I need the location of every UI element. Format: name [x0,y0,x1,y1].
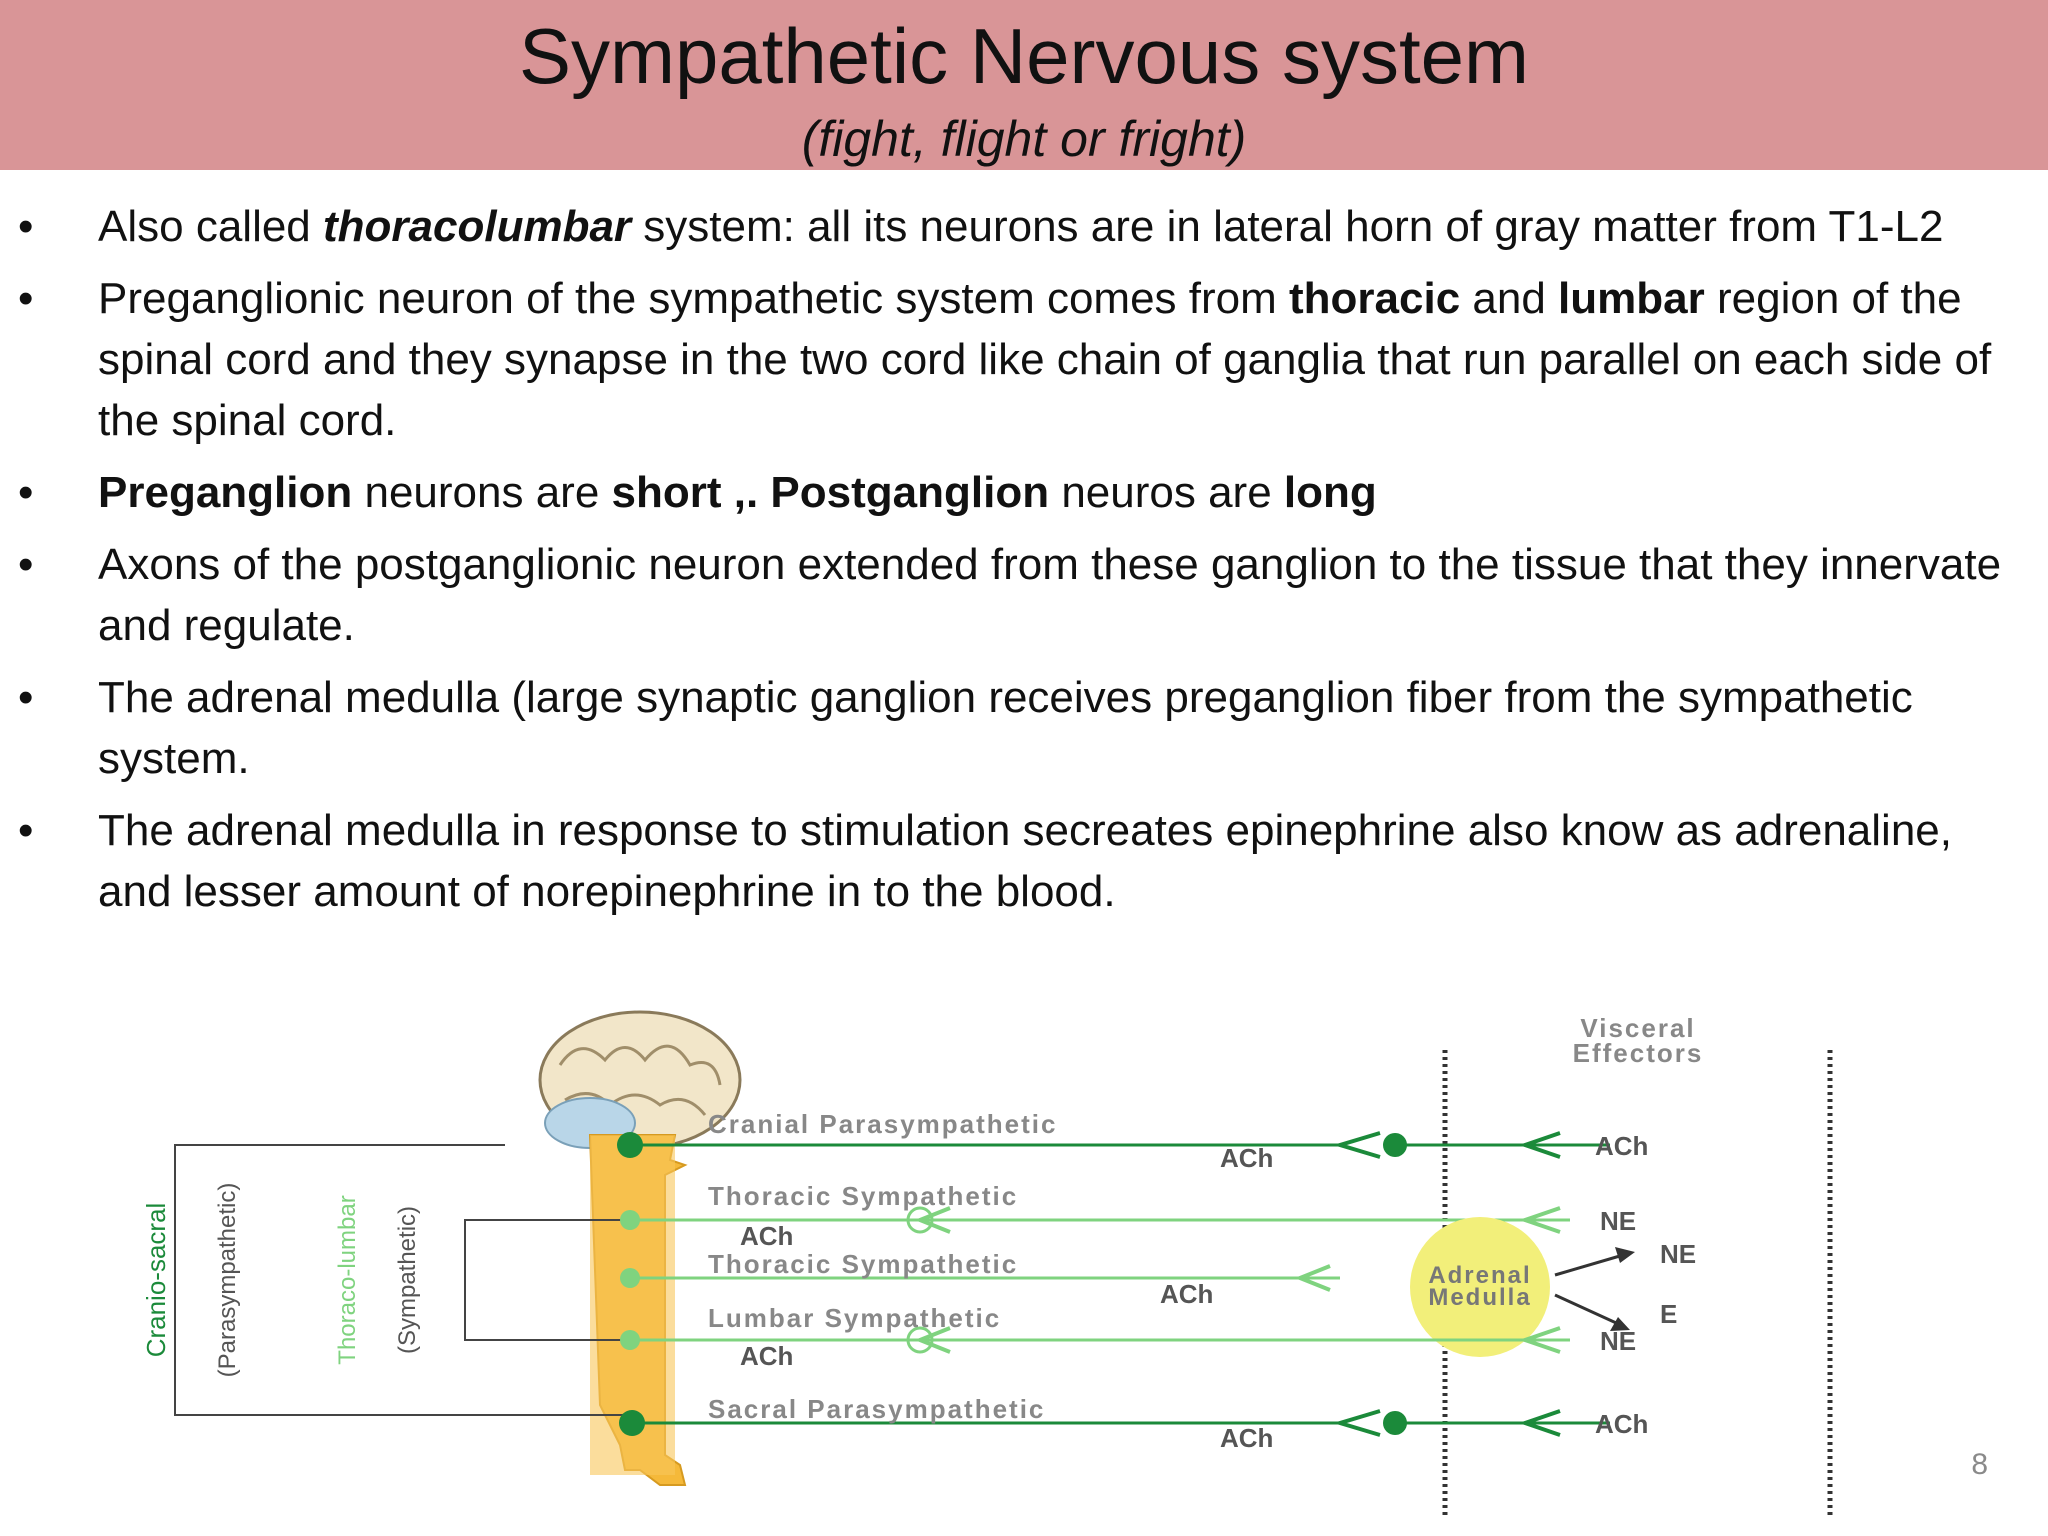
parasympathetic-label: (Parasympathetic) [214,1183,241,1378]
ach-label: ACh [1595,1409,1648,1439]
adrenal-label: Adrenal [1428,1262,1531,1289]
bullet-item: • Also called thoracolumbar system: all … [0,196,2048,257]
bullet-item: • The adrenal medulla in response to sti… [0,800,2048,922]
visceral-label: Visceral [1580,1013,1695,1043]
bullet-emphasis: short ,. Postganglion [611,468,1050,517]
ach-label: ACh [1595,1131,1648,1161]
e-label: E [1660,1299,1677,1329]
bullet-item: • Preganglionic neuron of the sympatheti… [0,268,2048,451]
ach-label: ACh [1220,1423,1273,1453]
ne-label: NE [1660,1239,1696,1269]
bullet-text: Axons of the postganglionic neuron exten… [98,540,2002,650]
effectors-label: Effectors [1573,1038,1704,1068]
ne-label: NE [1600,1326,1636,1356]
bullet-text: neurons are [352,468,612,517]
bullet-text: neuros are [1049,468,1284,517]
slide-subtitle: (fight, flight or fright) [801,111,1247,167]
bullet-text: and [1460,274,1559,323]
page-number: 8 [1971,1448,1988,1481]
thoracic-sympathetic-label: Thoracic Sympathetic [708,1181,1018,1211]
bullet-item: • Axons of the postganglionic neuron ext… [0,534,2048,656]
ach-label: ACh [740,1341,793,1371]
bullet-item: • Preganglion neurons are short ,. Postg… [0,462,2048,523]
bullet-text: The adrenal medulla in response to stimu… [98,806,1952,916]
bullet-list: • Also called thoracolumbar system: all … [0,196,2048,933]
adrenal-medulla-node [1410,1217,1550,1357]
bullet-text: Preganglionic neuron of the sympathetic … [98,274,1289,323]
bullet-emphasis: thoracic [1289,274,1461,323]
lumbar-sympathetic-label: Lumbar Sympathetic [708,1303,1001,1333]
bullet-emphasis: long [1283,468,1377,517]
bullet-text: The adrenal medulla (large synaptic gang… [98,673,1913,783]
thoracic-sympathetic-label: Thoracic Sympathetic [708,1249,1018,1279]
bullet-dot: • [18,274,34,323]
thoraco-lumbar-label: Thoraco-lumbar [334,1195,361,1364]
bullet-dot: • [18,806,34,855]
medulla-label: Medulla [1428,1284,1531,1311]
ach-label: ACh [1160,1279,1213,1309]
bullet-dot: • [18,468,34,517]
bullet-dot: • [18,202,34,251]
cranio-sacral-label: Cranio-sacral [141,1203,171,1358]
slide-title: Sympathetic Nervous system [518,12,1529,100]
bullet-emphasis: lumbar [1558,274,1705,323]
nervous-system-diagram: Cranio-sacral (Parasympathetic) Thoraco-… [141,1010,1833,1515]
bullet-text: region of the spinal cord and they synap… [98,274,1992,445]
brain-icon [538,1010,742,1150]
ach-label: ACh [740,1221,793,1251]
sacral-parasympathetic-label: Sacral Parasympathetic [708,1394,1045,1424]
slide-header: Sympathetic Nervous system (fight, fligh… [0,0,2048,170]
bullet-emphasis: thoracolumbar [323,202,632,251]
bullet-emphasis: Preganglion [98,468,353,517]
cranial-parasympathetic-label: Cranial Parasympathetic [708,1109,1057,1139]
bullet-dot: • [18,540,34,589]
ach-label: ACh [1220,1143,1273,1173]
bullet-item: • The adrenal medulla (large synaptic ga… [0,667,2048,789]
bullet-text: Also called [98,202,324,251]
ne-label: NE [1600,1206,1636,1236]
bullet-text: system: all its neurons are in lateral h… [631,202,1944,251]
sympathetic-label: (Sympathetic) [394,1206,421,1354]
bullet-dot: • [18,673,34,722]
